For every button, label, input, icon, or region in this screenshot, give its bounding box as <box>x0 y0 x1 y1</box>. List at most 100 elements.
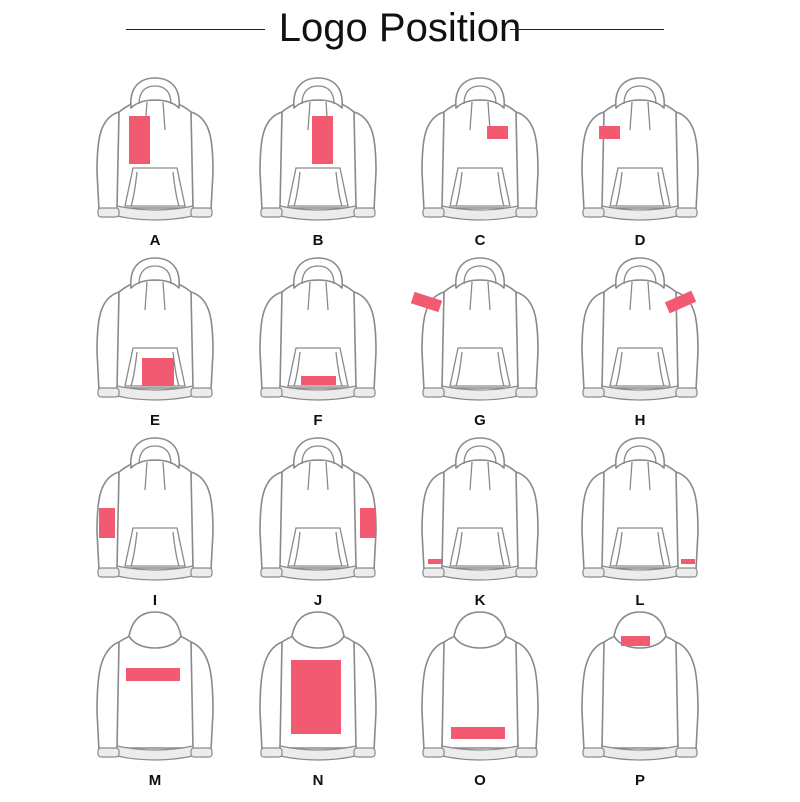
hoodie-front-drawing <box>259 257 377 401</box>
right-cuff <box>675 387 698 398</box>
hoodie-illustration <box>259 77 377 221</box>
hood-opening <box>463 445 497 465</box>
hoodie-illustration <box>581 257 699 401</box>
right-cuff <box>353 207 376 218</box>
hood-opening <box>623 85 657 105</box>
hoodie-front-drawing <box>96 257 214 401</box>
left-cuff <box>582 387 605 398</box>
front-pocket <box>124 347 186 387</box>
hood <box>128 611 182 649</box>
drawstrings <box>307 281 329 311</box>
position-option-c: C <box>400 72 560 262</box>
position-label: G <box>474 412 486 429</box>
hood <box>615 77 665 109</box>
hoodie-back-drawing <box>421 611 539 761</box>
pocket-openings <box>615 171 665 207</box>
right-cuff <box>515 207 538 218</box>
front-pocket <box>287 347 349 387</box>
position-option-i: I <box>75 432 235 622</box>
position-option-f: F <box>238 252 398 442</box>
left-cuff <box>582 207 605 218</box>
position-option-m: M <box>75 611 235 802</box>
right-cuff <box>515 747 538 758</box>
drawstrings <box>144 281 166 311</box>
right-cuff <box>675 207 698 218</box>
logo-placement-mark <box>664 290 697 314</box>
pocket-openings <box>130 351 180 387</box>
hoodie-front-drawing <box>96 77 214 221</box>
right-cuff <box>675 747 698 758</box>
logo-placement-mark <box>312 116 333 164</box>
drawstrings <box>469 101 491 131</box>
hood-opening <box>138 85 172 105</box>
title-rule-left <box>126 29 265 30</box>
drawstrings <box>629 281 651 311</box>
pocket-openings <box>293 171 343 207</box>
front-pocket <box>287 527 349 567</box>
hoodie-front-drawing <box>421 77 539 221</box>
left-cuff <box>582 747 605 758</box>
hood <box>291 611 345 649</box>
pocket-openings <box>455 531 505 567</box>
left-cuff <box>422 387 445 398</box>
logo-placement-mark <box>451 727 505 739</box>
pocket-openings <box>615 351 665 387</box>
left-cuff <box>422 567 445 578</box>
hood-opening <box>463 85 497 105</box>
position-label: H <box>634 412 646 429</box>
hood <box>130 257 180 289</box>
pocket-openings <box>455 351 505 387</box>
logo-placement-mark <box>291 660 341 734</box>
position-label: D <box>634 232 646 249</box>
hood <box>615 257 665 289</box>
hood <box>455 77 505 109</box>
hood <box>293 437 343 469</box>
pocket-openings <box>293 531 343 567</box>
logo-placement-mark <box>360 508 376 538</box>
right-cuff <box>675 567 698 578</box>
position-label: K <box>474 592 486 609</box>
hoodie-front-drawing <box>259 437 377 581</box>
hood-opening <box>301 265 335 285</box>
position-label: E <box>149 412 160 429</box>
right-cuff <box>190 207 213 218</box>
front-pocket <box>124 167 186 207</box>
pocket-openings <box>455 171 505 207</box>
page-title: Logo Position <box>278 6 522 50</box>
hoodie-illustration <box>259 437 377 581</box>
position-option-n: N <box>238 611 398 802</box>
position-option-p: P <box>560 611 720 802</box>
hoodie-illustration <box>581 437 699 581</box>
front-pocket <box>449 347 511 387</box>
position-label: F <box>313 412 323 429</box>
right-cuff <box>190 387 213 398</box>
front-pocket <box>609 527 671 567</box>
hood-opening <box>138 445 172 465</box>
left-cuff <box>260 747 283 758</box>
left-cuff <box>97 387 120 398</box>
pocket-openings <box>130 531 180 567</box>
front-pocket <box>287 167 349 207</box>
hoodie-illustration <box>96 257 214 401</box>
position-option-k: K <box>400 432 560 622</box>
pocket-openings <box>293 351 343 387</box>
position-label: M <box>148 772 162 789</box>
left-cuff <box>260 567 283 578</box>
hoodie-illustration <box>581 77 699 221</box>
drawstrings <box>629 461 651 491</box>
hoodie-back-drawing <box>96 611 214 761</box>
hoodie-body <box>601 631 679 749</box>
hoodie-illustration <box>96 77 214 221</box>
hoodie-front-drawing <box>581 437 699 581</box>
position-option-l: L <box>560 432 720 622</box>
front-pocket <box>609 167 671 207</box>
hood <box>293 77 343 109</box>
position-label: O <box>474 772 486 789</box>
hoodie-front-drawing <box>581 257 699 401</box>
position-option-a: A <box>75 72 235 262</box>
front-pocket <box>449 527 511 567</box>
position-label: P <box>634 772 645 789</box>
drawstrings <box>629 101 651 131</box>
position-option-h: H <box>560 252 720 442</box>
hoodie-front-drawing <box>581 77 699 221</box>
